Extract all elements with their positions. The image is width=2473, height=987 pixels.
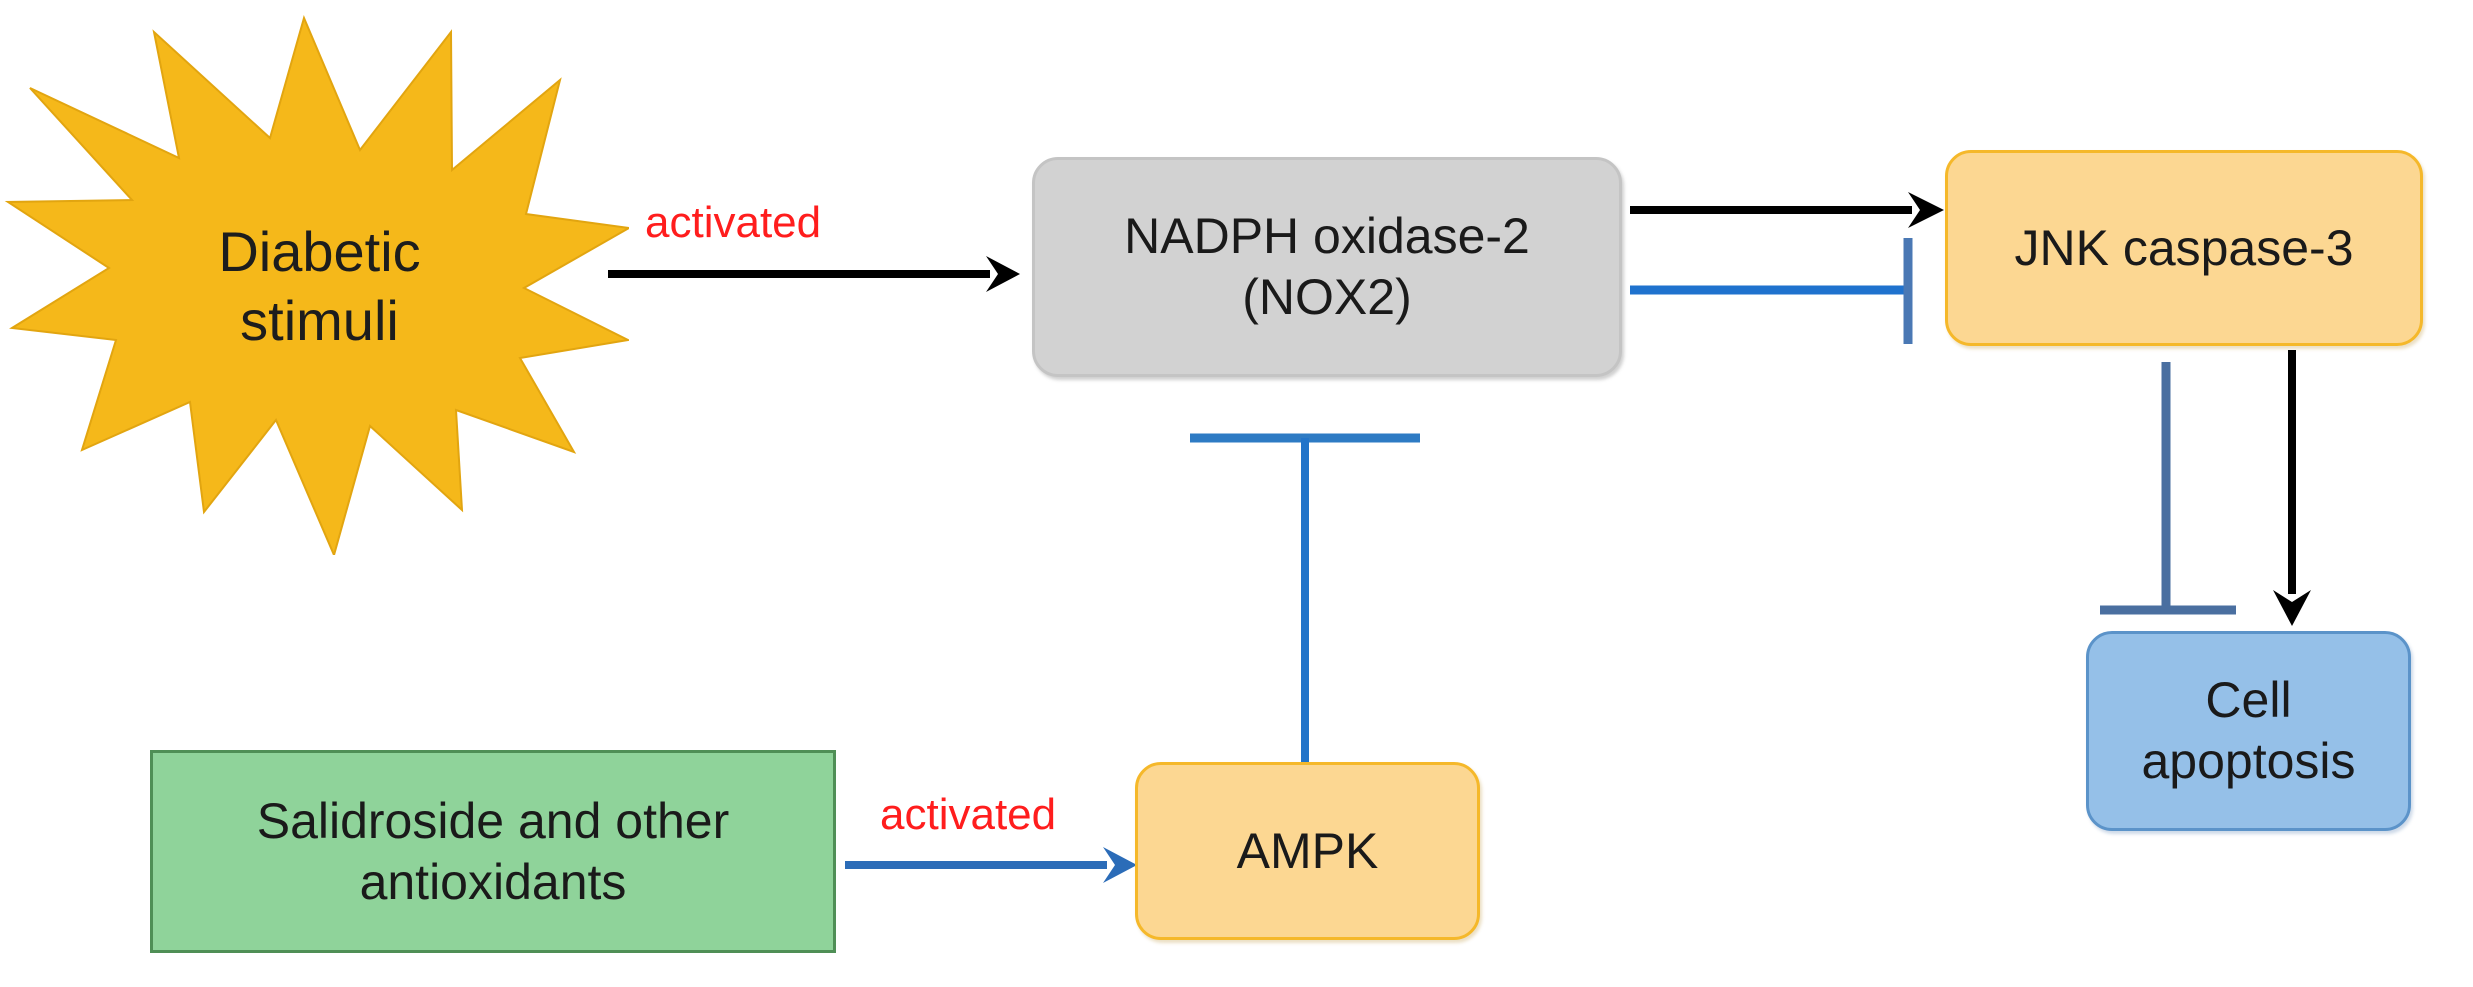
- inhibitor-jnk-to-apoptosis: [2100, 362, 2236, 615]
- arrow-jnk-to-apoptosis: [2273, 350, 2311, 626]
- starburst-shape: [4, 14, 629, 555]
- edge-label-stimuli-to-nox2: activated: [645, 198, 822, 247]
- nox2-line-2: (NOX2): [1242, 269, 1412, 325]
- node-salidroside-label: Salidroside and other antioxidants: [257, 791, 730, 913]
- apoptosis-line-2: apoptosis: [2141, 733, 2356, 789]
- node-jnk-caspase-3[interactable]: JNK caspase-3: [1945, 150, 2423, 346]
- node-apoptosis-label: Cell apoptosis: [2141, 670, 2355, 792]
- node-diabetic-stimuli[interactable]: Diabetic stimuli: [4, 10, 629, 555]
- salidroside-line-2: antioxidants: [359, 853, 627, 910]
- nox2-line-1: NADPH oxidase-2: [1124, 208, 1530, 264]
- node-diabetic-stimuli-label: Diabetic stimuli: [170, 218, 470, 355]
- apoptosis-line-1: Cell: [2205, 672, 2292, 728]
- arrow-salidroside-to-ampk: [845, 847, 1137, 883]
- node-nox2-label: NADPH oxidase-2 (NOX2): [1124, 206, 1530, 328]
- node-salidroside-antioxidants[interactable]: Salidroside and other antioxidants: [150, 750, 836, 953]
- stimuli-line-2: stimuli: [240, 288, 399, 352]
- node-jnk-label: JNK caspase-3: [2014, 219, 2354, 276]
- inhibitor-ampk-to-nox2: [1190, 433, 1420, 766]
- node-cell-apoptosis[interactable]: Cell apoptosis: [2086, 631, 2411, 831]
- arrow-nox2-to-jnk: [1630, 192, 1944, 228]
- edge-label-salidroside-to-ampk: activated: [880, 790, 1057, 839]
- node-nadph-oxidase-2[interactable]: NADPH oxidase-2 (NOX2): [1032, 157, 1622, 377]
- node-ampk[interactable]: AMPK: [1135, 762, 1480, 940]
- inhibitor-nox2-to-jnk: [1630, 238, 1913, 344]
- arrow-stimuli-to-nox2: [608, 256, 1020, 292]
- node-ampk-label: AMPK: [1236, 822, 1379, 879]
- salidroside-line-1: Salidroside and other: [256, 792, 730, 849]
- stimuli-line-1: Diabetic: [218, 220, 421, 284]
